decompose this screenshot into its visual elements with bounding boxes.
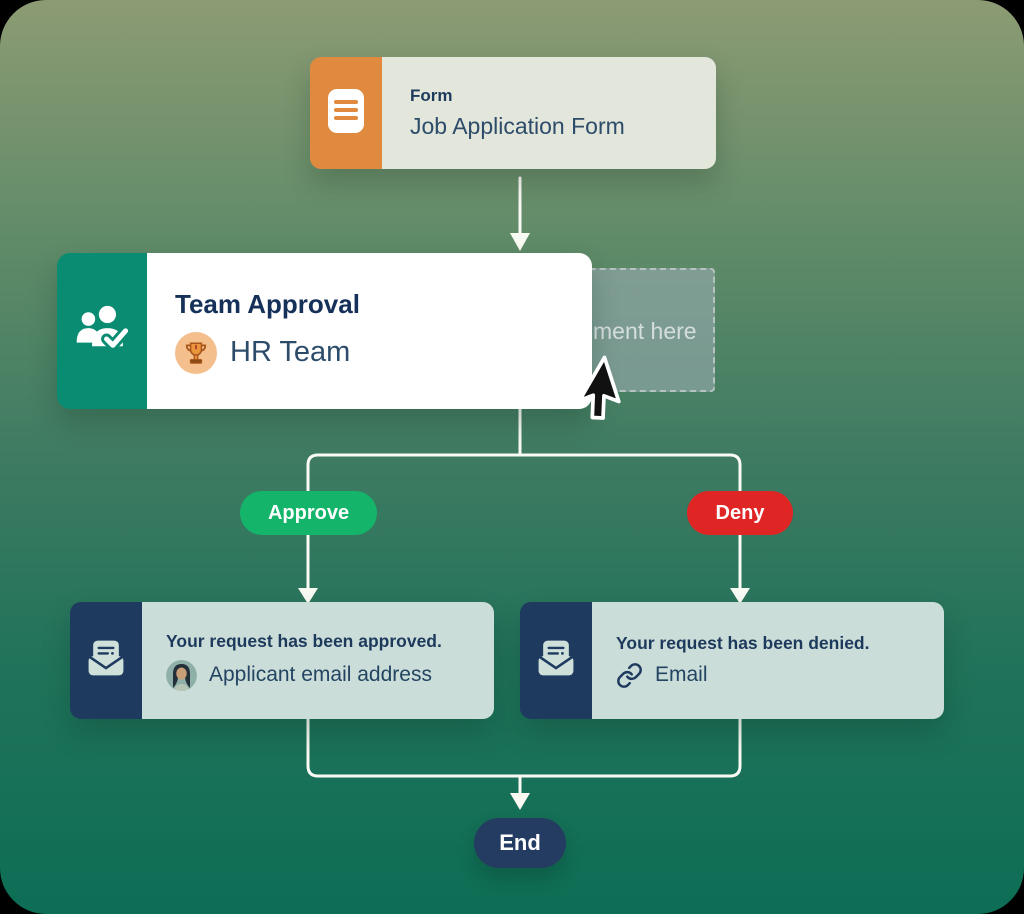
denied-email-node[interactable]: Your request has been denied. Email [520,602,944,719]
team-node-assignee: HR Team [230,336,351,368]
form-node-accent [310,57,382,169]
team-node-title: Team Approval [175,288,360,319]
end-node[interactable]: End [474,818,566,868]
denied-node-recipient: Email [655,663,708,686]
drop-placeholder-text: ment here [593,318,697,344]
form-node-type-label: Form [410,86,453,105]
team-check-icon [73,303,131,360]
denied-node-accent [520,602,592,719]
form-node[interactable]: Form Job Application Form [310,57,716,169]
form-node-title: Job Application Form [410,113,625,139]
deny-branch-pill[interactable]: Deny [687,491,793,535]
approved-email-node[interactable]: Your request has been approved. Applican… [70,602,494,719]
link-icon [616,662,643,689]
document-icon [327,88,365,139]
deny-branch-label: Deny [715,501,765,524]
approved-node-recipient: Applicant email address [209,663,432,686]
open-envelope-icon [534,636,578,685]
denied-node-title: Your request has been denied. [616,632,870,653]
approve-branch-pill[interactable]: Approve [240,491,377,535]
team-node-accent [57,253,147,409]
approved-node-title: Your request has been approved. [166,630,442,651]
approved-node-accent [70,602,142,719]
team-approval-node[interactable]: Team Approval HR Team [57,253,592,409]
trophy-icon [175,331,217,374]
approve-branch-label: Approve [267,501,350,524]
cursor-pointer-icon [562,355,622,433]
open-envelope-icon [84,636,128,685]
end-node-label: End [499,830,541,855]
avatar [166,659,197,691]
